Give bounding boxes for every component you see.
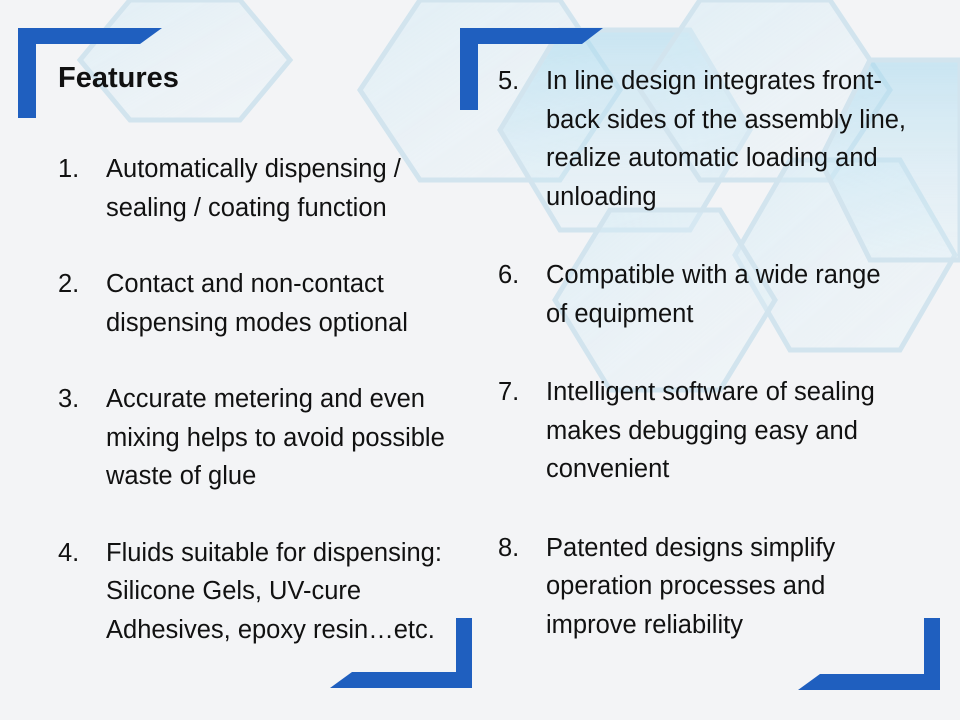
feature-number: 1. xyxy=(58,155,80,183)
feature-text: Intelligent software of sealing makes de… xyxy=(546,378,875,483)
feature-number: 2. xyxy=(58,270,80,298)
feature-item: 2. Contact and non-contact dispensing mo… xyxy=(58,265,468,342)
feature-list-right: 5. In line design integrates front-back … xyxy=(498,62,908,682)
slide-title: Features xyxy=(58,62,179,94)
feature-number: 4. xyxy=(58,538,80,567)
feature-text: Contact and non-contact dispensing modes… xyxy=(106,270,408,337)
feature-number: 6. xyxy=(498,261,520,289)
feature-text: Fluids suitable for dispensing: Silicone… xyxy=(106,538,442,644)
feature-item: 3. Accurate metering and even mixing hel… xyxy=(58,380,468,496)
feature-text: Patented designs simplify operation proc… xyxy=(546,533,836,639)
feature-number: 7. xyxy=(498,378,520,406)
feature-number: 8. xyxy=(498,533,520,562)
feature-text: Accurate metering and even mixing helps … xyxy=(106,385,445,490)
feature-item: 5. In line design integrates front-back … xyxy=(498,62,908,216)
feature-item: 7. Intelligent software of sealing makes… xyxy=(498,373,908,489)
corner-bracket-decoration xyxy=(18,28,940,690)
feature-text: Automatically dispensing / sealing / coa… xyxy=(106,155,401,222)
feature-item: 6. Compatible with a wide range of equip… xyxy=(498,256,908,333)
feature-item: 1. Automatically dispensing / sealing / … xyxy=(58,150,468,227)
feature-item: 8. Patented designs simplify operation p… xyxy=(498,529,908,645)
feature-text: Compatible with a wide range of equipmen… xyxy=(546,261,881,328)
feature-number: 5. xyxy=(498,67,520,95)
feature-item: 4. Fluids suitable for dispensing: Silic… xyxy=(58,534,468,650)
feature-number: 3. xyxy=(58,385,80,413)
feature-text: In line design integrates front-back sid… xyxy=(546,67,907,211)
feature-list-left: 1. Automatically dispensing / sealing / … xyxy=(58,150,468,687)
hexagon-decoration xyxy=(76,0,960,393)
